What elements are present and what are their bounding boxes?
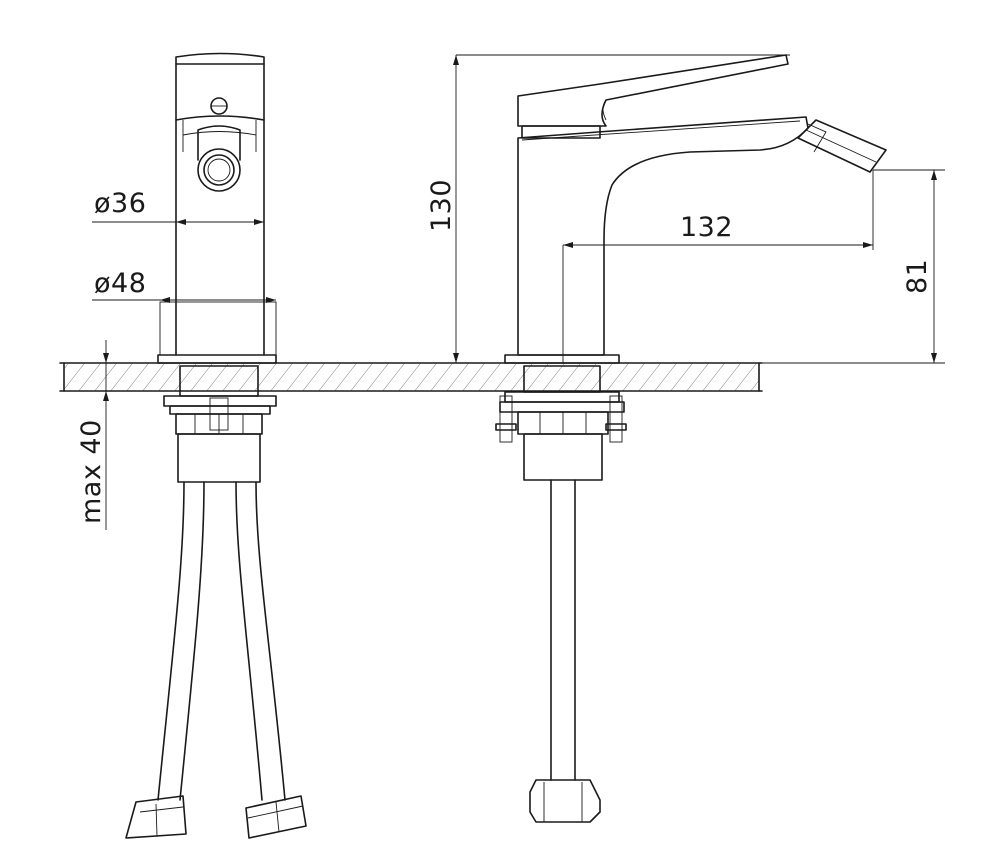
dim-label-max40: max 40 — [76, 419, 107, 524]
side-view — [495, 54, 887, 823]
dim-label-l132: 132 — [680, 212, 733, 243]
front-view — [125, 52, 307, 839]
dimension-max40: max 40 — [76, 340, 116, 530]
dimension-h130: 130 — [426, 54, 790, 363]
dim-label-d48: ø48 — [94, 268, 146, 299]
dim-label-d36: ø36 — [94, 188, 146, 219]
countertop-section — [59, 362, 763, 392]
dimension-d36: ø36 — [92, 188, 264, 225]
dimension-h81: 81 — [759, 169, 945, 364]
dimension-d48: ø48 — [92, 268, 276, 303]
dim-label-h81: 81 — [902, 259, 933, 294]
dim-label-h130: 130 — [426, 179, 457, 232]
dimension-l132: 132 — [562, 170, 874, 363]
